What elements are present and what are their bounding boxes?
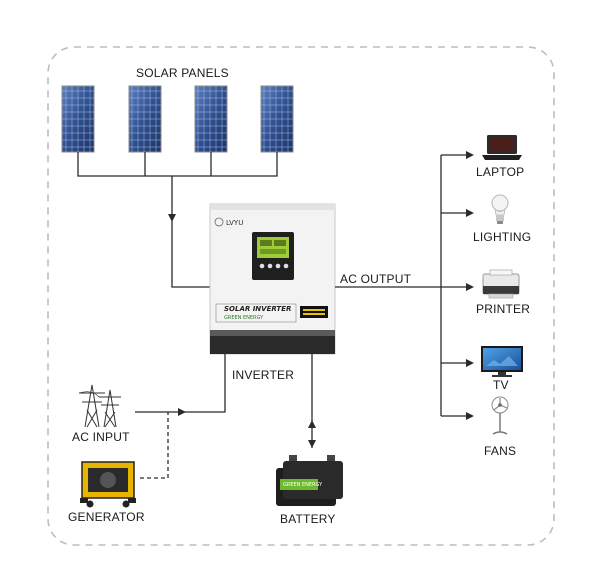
arrow-head — [466, 151, 474, 159]
generator-label: GENERATOR — [68, 510, 145, 524]
solar-panel-icon — [260, 85, 294, 153]
inverter-subtitle-label: GREEN ENERGY — [224, 315, 264, 321]
arrow-head — [178, 408, 186, 416]
inverter-icon — [209, 203, 336, 355]
battery-label: BATTERY — [280, 512, 336, 526]
solar-panel-icon — [128, 85, 162, 153]
ac-input-label: AC INPUT — [72, 430, 130, 444]
lighting-label: LIGHTING — [473, 230, 532, 244]
generator-icon — [80, 461, 136, 508]
system-frame — [47, 46, 555, 546]
arrow-head — [466, 412, 474, 420]
arrow-head — [168, 214, 176, 222]
solar-panel-icon — [194, 85, 228, 153]
tv-icon — [481, 346, 523, 377]
inverter-brand-label: LVYU — [226, 219, 244, 227]
inverter-label: INVERTER — [232, 368, 295, 382]
laptop-icon — [482, 135, 522, 160]
arrow-head — [308, 420, 316, 428]
fans-label: FANS — [484, 444, 517, 458]
arrow-head — [466, 359, 474, 367]
arrow-head — [308, 440, 316, 448]
arrow-head — [466, 209, 474, 217]
laptop-label: LAPTOP — [476, 165, 525, 179]
printer-label: PRINTER — [476, 302, 531, 316]
generator-wiring — [140, 412, 169, 479]
battery-icon — [276, 455, 343, 506]
light-bulb-icon — [491, 194, 509, 224]
printer-icon — [482, 269, 520, 299]
panel-wiring — [77, 152, 278, 288]
ac-output-wiring — [335, 154, 466, 417]
solar-panel-icon — [61, 85, 95, 153]
transmission-tower-icon — [78, 384, 121, 428]
inverter-title-label: SOLAR INVERTER — [224, 305, 292, 313]
solar-panels-label: SOLAR PANELS — [136, 66, 229, 80]
ac-input-wiring — [135, 354, 226, 413]
fan-icon — [491, 396, 509, 435]
ac-output-label: AC OUTPUT — [340, 272, 412, 286]
tv-label: TV — [493, 378, 509, 392]
battery-brand-label: GREEN ENERGY — [283, 482, 323, 488]
arrow-head — [466, 283, 474, 291]
